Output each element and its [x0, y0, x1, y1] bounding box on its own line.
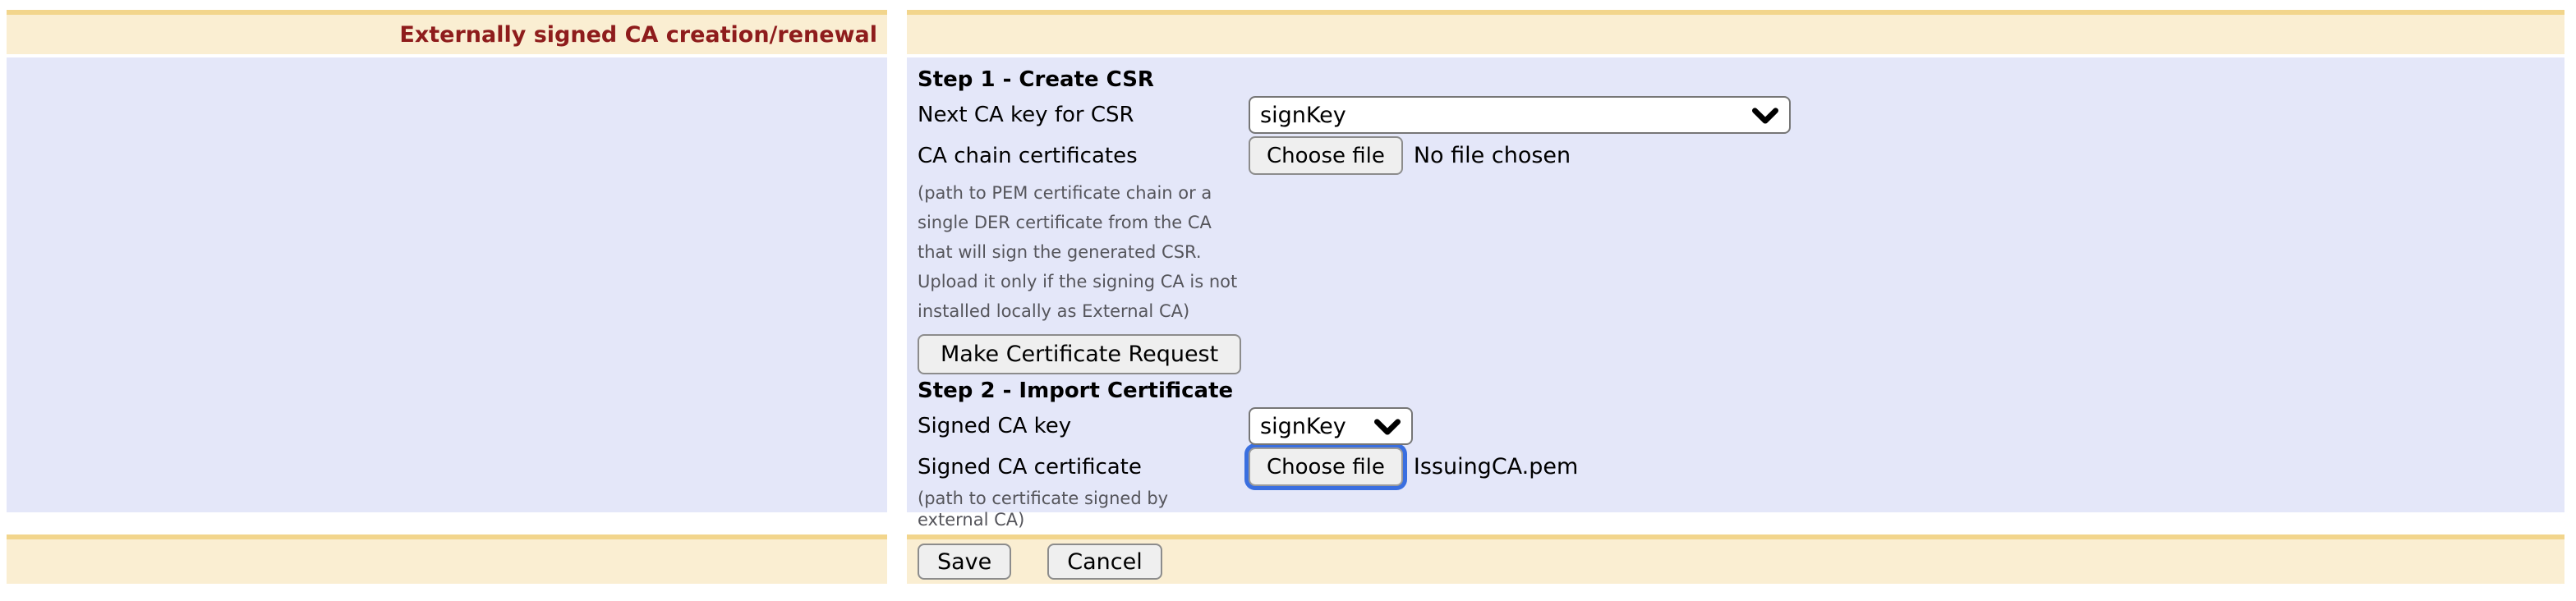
cancel-button[interactable]: Cancel — [1047, 544, 1162, 580]
step2-heading: Step 2 - Import Certificate — [918, 378, 1234, 403]
ca-chain-row: CA chain certificates Choose file No fil… — [918, 136, 2548, 175]
step1-heading: Step 1 - Create CSR — [918, 67, 1154, 92]
ca-chain-file-status: No file chosen — [1413, 143, 1571, 168]
signed-ca-cert-row: Signed CA certificate Choose file Issuin… — [918, 447, 2548, 486]
signed-ca-cert-file-name: IssuingCA.pem — [1413, 454, 1579, 479]
next-ca-key-label: Next CA key for CSR — [918, 103, 1134, 127]
ca-chain-help-text: (path to PEM certificate chain or a sing… — [918, 183, 1238, 321]
page-title: Externally signed CA creation/renewal — [399, 21, 877, 48]
signed-ca-key-label: Signed CA key — [918, 414, 1072, 438]
header-spacer-cell — [907, 10, 2564, 54]
ca-chain-label: CA chain certificates — [918, 143, 1138, 168]
left-spacer-cell — [7, 57, 887, 512]
signed-ca-cert-help-text: (path to certificate signed by external … — [918, 489, 1169, 530]
ca-chain-choose-file-button[interactable]: Choose file — [1249, 136, 1403, 175]
signed-ca-cert-label: Signed CA certificate — [918, 454, 1142, 479]
page-title-cell: Externally signed CA creation/renewal — [7, 10, 887, 54]
footer-actions-cell: Save Cancel — [907, 534, 2564, 584]
footer-row: Save Cancel — [7, 534, 2564, 584]
footer-spacer-cell — [7, 534, 887, 584]
save-button[interactable]: Save — [918, 544, 1012, 580]
make-certificate-request-button[interactable]: Make Certificate Request — [918, 334, 1242, 374]
signed-ca-cert-choose-file-button[interactable]: Choose file — [1249, 447, 1403, 486]
content-row: Step 1 - Create CSR Next CA key for CSR … — [7, 57, 2564, 579]
ca-renewal-table: Externally signed CA creation/renewal St… — [7, 10, 2564, 584]
signed-ca-key-row: Signed CA key signKey — [918, 407, 2548, 445]
header-row: Externally signed CA creation/renewal — [7, 10, 2564, 54]
next-ca-key-row: Next CA key for CSR signKey — [918, 96, 2548, 134]
form-cell: Step 1 - Create CSR Next CA key for CSR … — [907, 57, 2564, 579]
signed-ca-key-select[interactable]: signKey — [1249, 407, 1413, 445]
next-ca-key-select[interactable]: signKey — [1249, 96, 1791, 134]
